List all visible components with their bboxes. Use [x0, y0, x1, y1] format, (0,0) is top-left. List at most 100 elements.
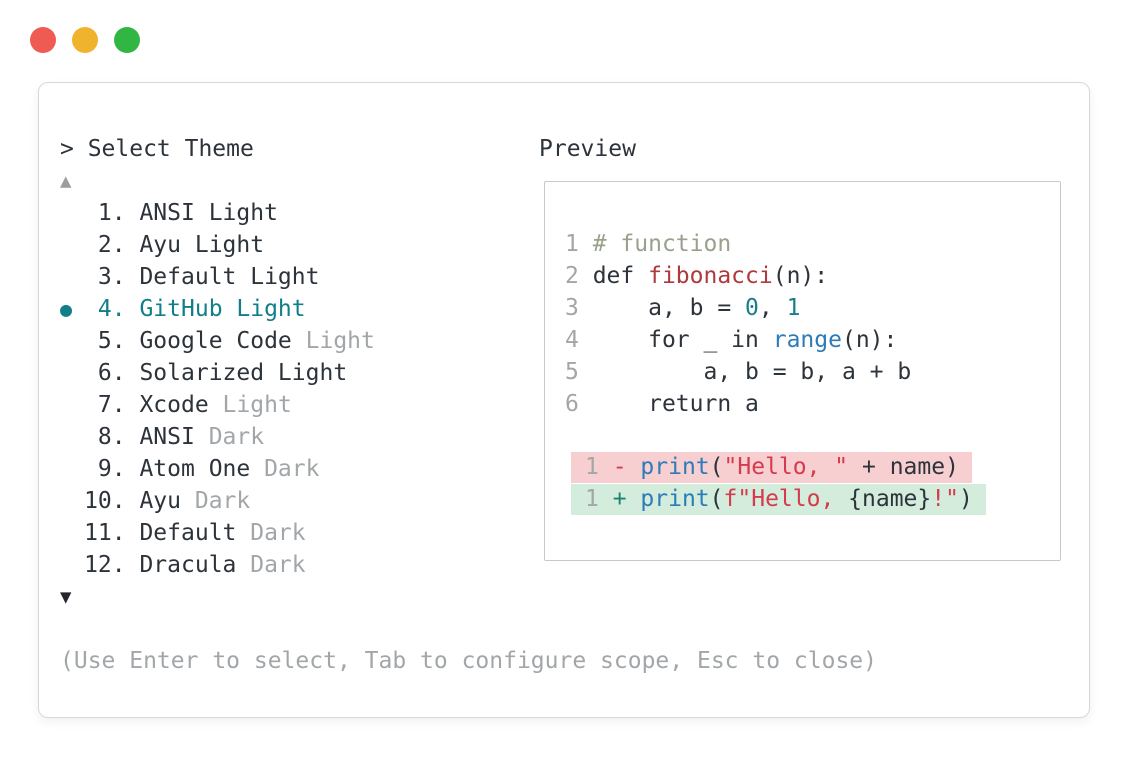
code-text: a, b = b, a + b [592, 359, 912, 385]
theme-item-gap [126, 517, 140, 549]
theme-item-number: 1. [97, 200, 126, 226]
bullet-placeholder [60, 197, 84, 229]
theme-item[interactable]: 7. Xcode Light [60, 389, 1089, 421]
theme-item-gap [126, 197, 140, 229]
bullet-placeholder [60, 421, 84, 453]
theme-item[interactable]: ● 4. GitHub Light [60, 293, 1089, 325]
code-text: a, b = [592, 295, 746, 321]
theme-item-number: 8. [97, 424, 126, 450]
code-text: for _ in [592, 327, 773, 353]
theme-item-name: ANSI Light [139, 200, 278, 226]
theme-item[interactable]: 2. Ayu Light [60, 229, 1089, 261]
code-line: 5 a, b = b, a + b [565, 356, 1060, 388]
theme-item-name: Default [139, 520, 237, 546]
scroll-up-icon[interactable]: ▲ [60, 170, 72, 192]
line-number: 6 [565, 391, 579, 417]
theme-item-suffix: Dark [250, 456, 320, 482]
traffic-lights [30, 27, 140, 53]
diff-code-text: ) [958, 486, 973, 512]
scroll-down-icon[interactable]: ▼ [60, 586, 72, 608]
theme-item-gap [126, 421, 140, 453]
theme-item-name: ANSI [139, 424, 195, 450]
theme-item[interactable]: 8. ANSI Dark [60, 421, 1089, 453]
theme-item-name: GitHub Light [139, 296, 306, 322]
dialog-title: Select Theme [87, 136, 254, 162]
theme-item[interactable]: 6. Solarized Light [60, 357, 1089, 389]
code-text: return a [592, 391, 759, 417]
diff-code-text: !" [931, 486, 959, 512]
theme-item-number: 4. [97, 296, 126, 322]
code-text: 0 [745, 295, 759, 321]
diff-code-text: print [640, 486, 710, 512]
theme-item-gap [126, 389, 140, 421]
diff-line-number: 1 [585, 486, 599, 512]
theme-item-name: Ayu [139, 488, 181, 514]
diff-marker: - [612, 454, 627, 480]
spacer-row [60, 613, 1089, 645]
theme-item[interactable]: 11. Default Dark [60, 517, 1089, 549]
diff-line-number: 1 [585, 454, 599, 480]
code-blank-row [565, 420, 1060, 452]
theme-item-suffix: Dark [236, 552, 306, 578]
theme-item-number: 12. [84, 552, 126, 578]
preview-label: Preview [539, 136, 636, 162]
code-text: (n): [841, 327, 898, 353]
diff-code-text: print [640, 454, 710, 480]
bullet-placeholder [60, 357, 84, 389]
diff-marker: + [612, 486, 627, 512]
zoom-window-button[interactable] [114, 27, 140, 53]
dialog-header: > Select Theme [60, 133, 1089, 165]
theme-item-name: Ayu Light [139, 232, 265, 258]
theme-list: 1. ANSI Light 2. Ayu Light 3. Default Li… [60, 197, 1089, 581]
theme-item-gap [126, 453, 140, 485]
diff-code-text: + name) [848, 454, 959, 480]
theme-item[interactable]: 3. Default Light [60, 261, 1089, 293]
theme-item[interactable]: 12. Dracula Dark [60, 549, 1089, 581]
code-line: 2 def fibonacci(n): [565, 260, 1060, 292]
theme-selector-dialog: > Select Theme ▲ 1. ANSI Light 2. Ayu Lig… [38, 82, 1090, 718]
code-text: fibonacci [648, 263, 773, 289]
theme-item-gap [126, 357, 140, 389]
theme-item[interactable]: 9. Atom One Dark [60, 453, 1089, 485]
theme-item-number: 9. [97, 456, 126, 482]
theme-item-name: Atom One [139, 456, 251, 482]
close-window-button[interactable] [30, 27, 56, 53]
line-number: 4 [565, 327, 579, 353]
theme-item-gap [126, 229, 140, 261]
theme-item-name: Google Code [139, 328, 292, 354]
bullet-placeholder [60, 261, 84, 293]
help-text: (Use Enter to select, Tab to configure s… [60, 648, 877, 674]
minimize-window-button[interactable] [72, 27, 98, 53]
selected-bullet-icon: ● [60, 297, 73, 321]
theme-item-suffix: Light [208, 392, 292, 418]
diff-code-text: ( [709, 486, 724, 512]
bullet-placeholder [60, 517, 84, 549]
code-line: 1 # function [565, 228, 1060, 260]
theme-item-number: 2. [97, 232, 126, 258]
diff-line-removed: 1 - print("Hello, " + name) [565, 452, 1060, 484]
theme-item-number: 5. [97, 328, 126, 354]
prompt-caret: > [60, 136, 74, 162]
line-number: 1 [565, 231, 579, 257]
theme-item-suffix: Dark [194, 424, 265, 450]
bullet-placeholder [60, 325, 84, 357]
theme-item-number: 11. [84, 520, 126, 546]
theme-item-name: Solarized Light [139, 360, 348, 386]
code-text: def [592, 263, 649, 289]
code-text: range [772, 327, 842, 353]
theme-item-name: Default Light [139, 264, 320, 290]
theme-item[interactable]: 5. Google Code Light [60, 325, 1089, 357]
diff-code-text: "Hello, " [723, 454, 849, 480]
diff-code-text: ( [709, 454, 724, 480]
theme-item-name: Xcode [139, 392, 209, 418]
theme-item-number: 7. [97, 392, 126, 418]
theme-item-gap [126, 549, 140, 581]
code-text: (n): [772, 263, 829, 289]
theme-item[interactable]: 10. Ayu Dark [60, 485, 1089, 517]
theme-item-suffix: Light [291, 328, 375, 354]
bullet-placeholder [60, 485, 84, 517]
line-number: 2 [565, 263, 579, 289]
diff-code-text: f"Hello, [723, 486, 849, 512]
theme-item[interactable]: 1. ANSI Light [60, 197, 1089, 229]
